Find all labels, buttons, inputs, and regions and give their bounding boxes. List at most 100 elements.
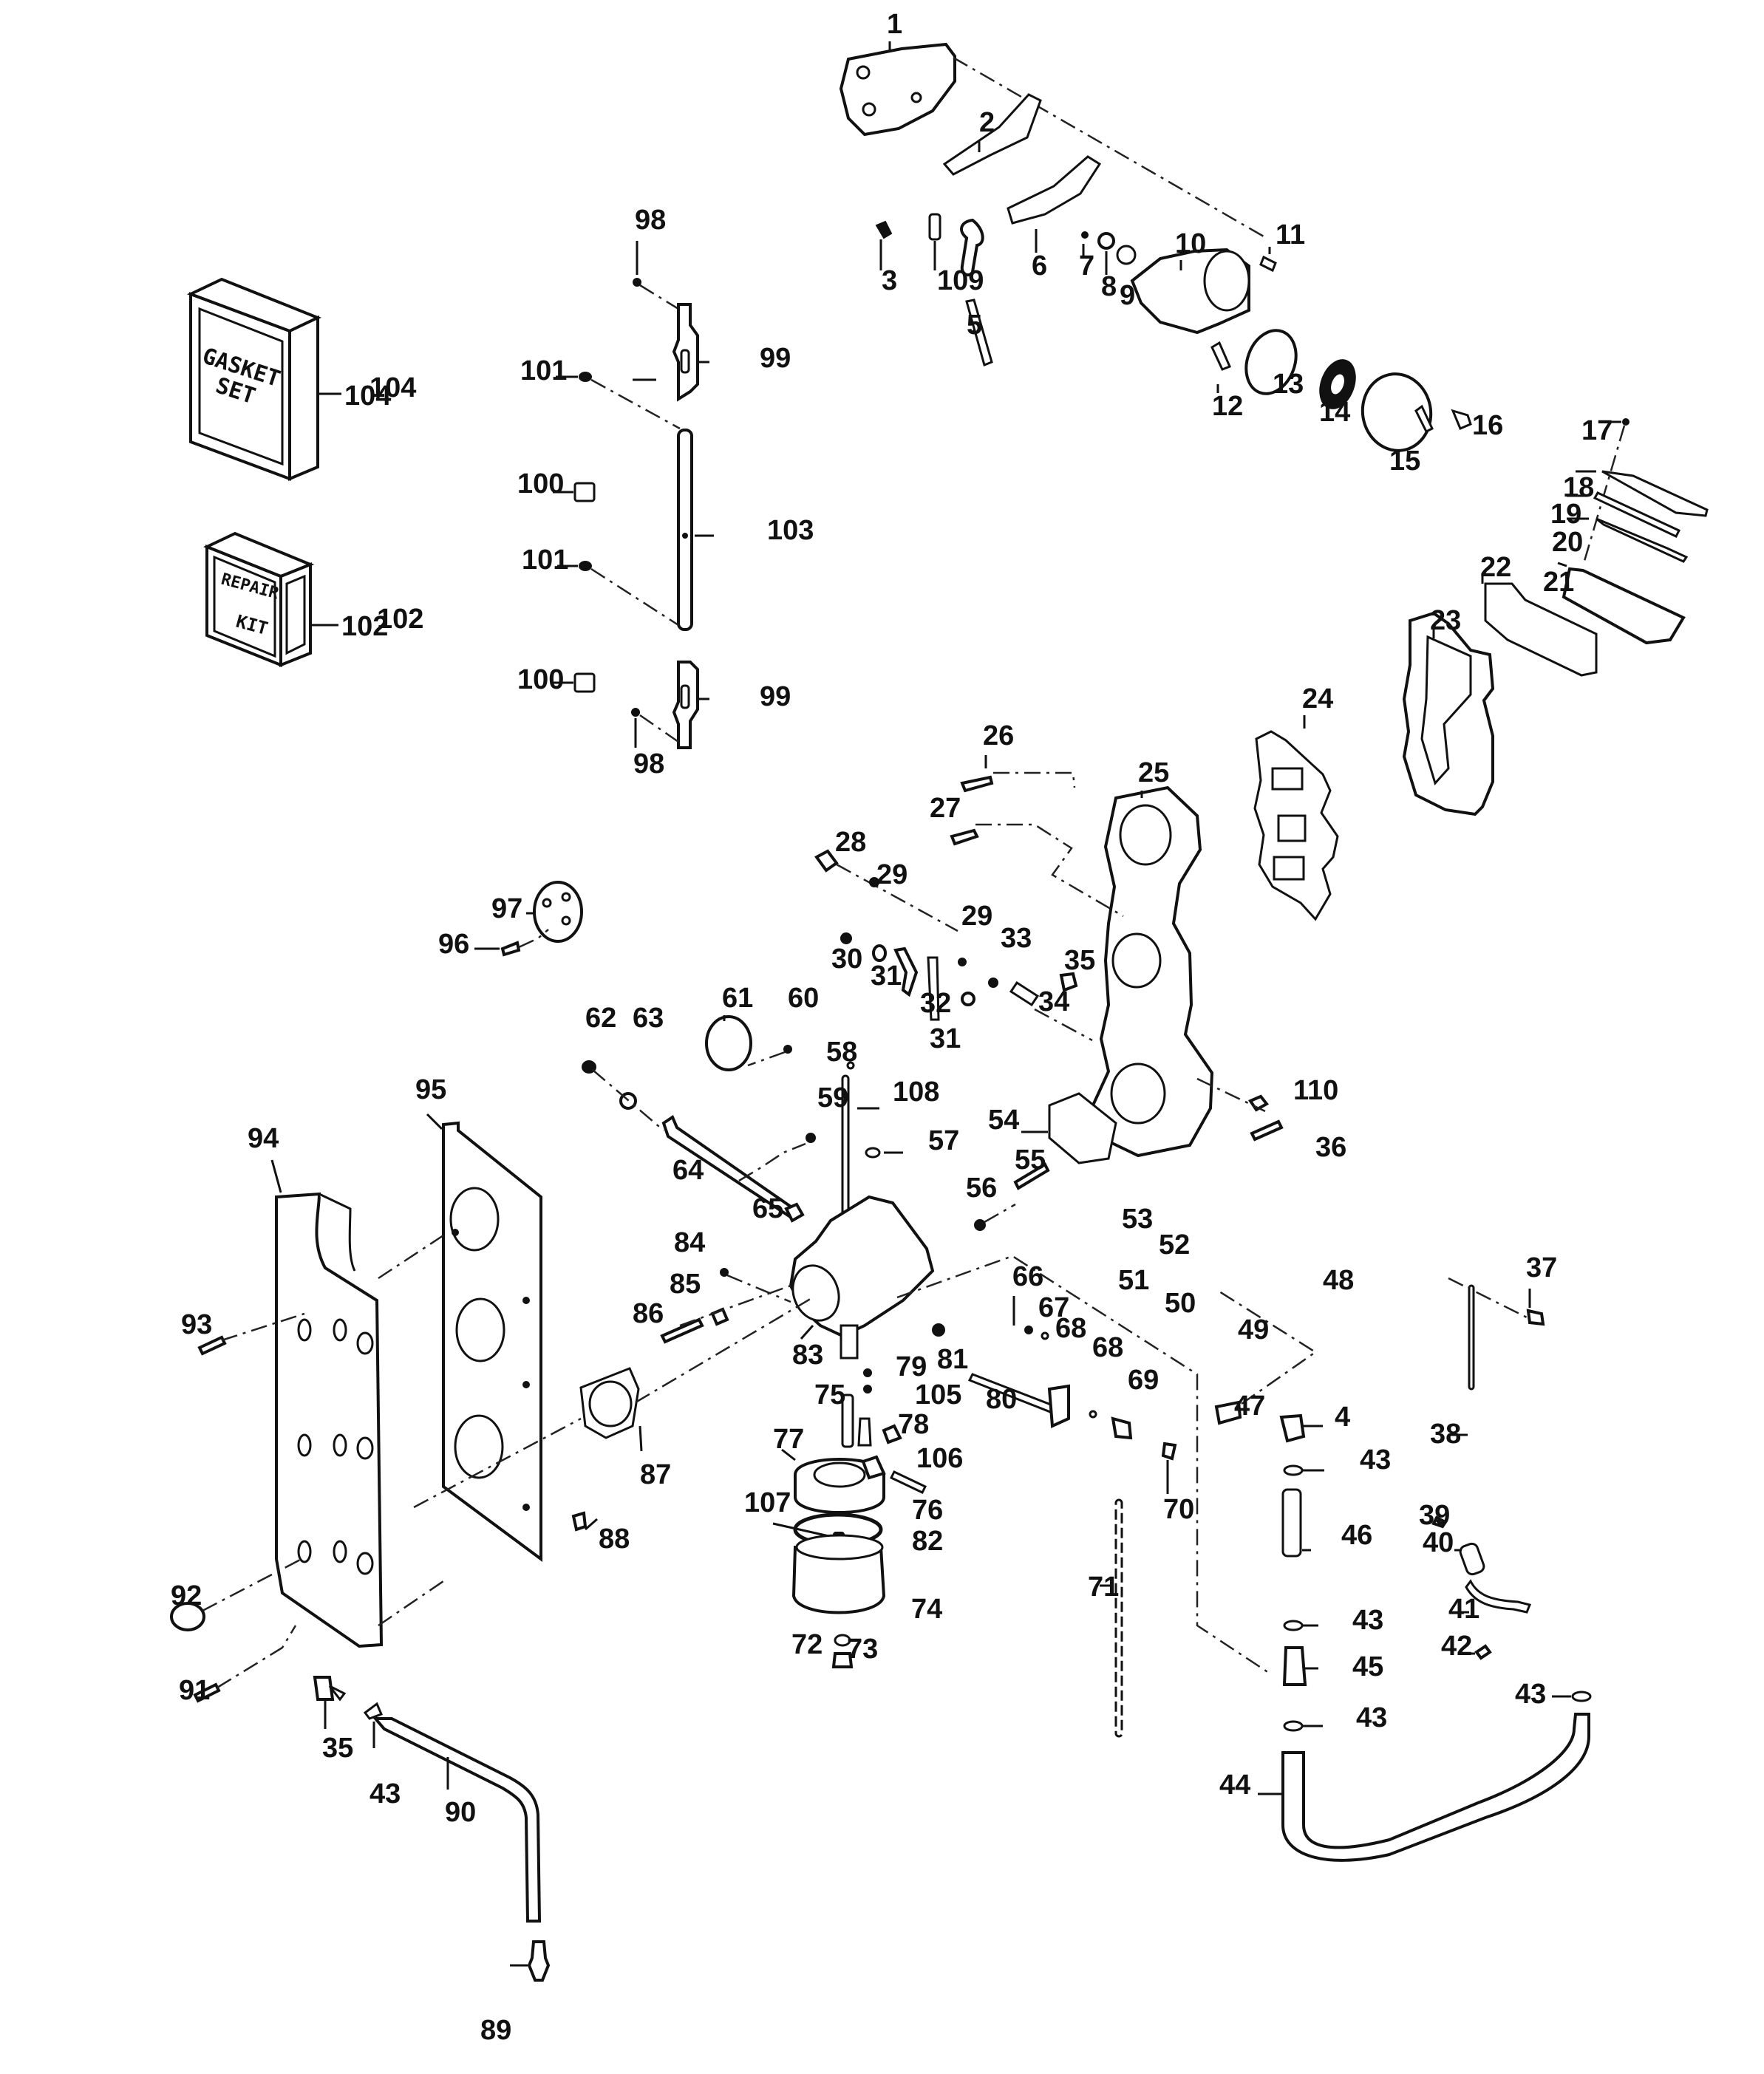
kit-ref-gasket-set: 104: [344, 381, 391, 412]
callout-label-71: 71: [1088, 1572, 1119, 1603]
callout-label-4: 4: [1335, 1402, 1350, 1433]
callout-label-97: 97: [491, 893, 522, 924]
fuel-pump-assembly: [839, 41, 1472, 452]
callout-label-85: 85: [670, 1269, 701, 1300]
callout-label-93: 93: [181, 1309, 212, 1340]
callout-label-35: 35: [322, 1733, 353, 1764]
callout-label-88: 88: [599, 1524, 630, 1555]
callout-label-39: 39: [1419, 1500, 1450, 1531]
diaphragm-cover: [474, 881, 583, 957]
intake-manifold: [814, 755, 1284, 1231]
callout-label-15: 15: [1389, 446, 1420, 477]
callout-label-73: 73: [847, 1634, 878, 1665]
callout-label-82: 82: [912, 1526, 943, 1557]
callout-label-25: 25: [1138, 757, 1169, 788]
callout-label-41: 41: [1448, 1594, 1479, 1625]
callout-label-63: 63: [633, 1003, 664, 1034]
callout-label-56: 56: [966, 1173, 997, 1204]
callout-label-34: 34: [1038, 986, 1069, 1017]
callout-label-31: 31: [930, 1023, 961, 1054]
gasket-set-box: GASKET SET: [186, 277, 341, 482]
callout-label-59: 59: [817, 1082, 848, 1113]
callout-label-31: 31: [871, 961, 902, 992]
callout-label-50: 50: [1165, 1288, 1196, 1319]
callout-label-76: 76: [912, 1495, 943, 1526]
callout-label-52: 52: [1159, 1229, 1190, 1261]
callout-label-110: 110: [1293, 1075, 1338, 1106]
callout-label-13: 13: [1273, 369, 1304, 400]
callout-label-107: 107: [744, 1487, 791, 1518]
callout-label-102: 102: [377, 604, 423, 635]
carburetor: [660, 1195, 1272, 1738]
callout-label-55: 55: [1015, 1145, 1046, 1176]
fuel-lines: [313, 1277, 1592, 1982]
callout-label-28: 28: [835, 827, 866, 858]
callout-label-29: 29: [961, 901, 992, 932]
callout-label-87: 87: [640, 1459, 671, 1490]
callout-label-43: 43: [1356, 1702, 1387, 1733]
callout-label-101: 101: [520, 355, 567, 386]
callout-label-90: 90: [445, 1797, 476, 1828]
callout-label-42: 42: [1441, 1631, 1472, 1662]
callout-label-35: 35: [1064, 945, 1095, 976]
callout-label-54: 54: [988, 1105, 1019, 1136]
callout-label-26: 26: [983, 720, 1014, 751]
callout-label-24: 24: [1302, 683, 1333, 714]
callout-label-38: 38: [1430, 1419, 1461, 1450]
kit-ref-repair-kit: 102: [341, 611, 388, 642]
throttle-linkage: [582, 1015, 903, 1225]
callout-label-7: 7: [1079, 250, 1094, 282]
float-bowl-assembly: [772, 1368, 927, 1668]
callout-label-17: 17: [1581, 415, 1613, 446]
callout-label-100: 100: [517, 468, 564, 499]
callout-label-62: 62: [585, 1003, 616, 1034]
callout-label-108: 108: [893, 1077, 939, 1108]
callout-label-8: 8: [1101, 271, 1117, 302]
callout-label-89: 89: [480, 2015, 511, 2046]
callout-label-47: 47: [1234, 1391, 1265, 1422]
callout-label-65: 65: [752, 1193, 783, 1224]
callout-label-51: 51: [1118, 1265, 1149, 1296]
callout-label-22: 22: [1480, 552, 1511, 583]
link-rod-assembly: [553, 241, 714, 749]
callout-label-106: 106: [916, 1443, 963, 1474]
callout-label-29: 29: [876, 859, 907, 890]
callout-label-33: 33: [1001, 923, 1032, 954]
callout-label-58: 58: [826, 1037, 857, 1068]
callout-label-43: 43: [1352, 1605, 1383, 1636]
callout-label-104: 104: [370, 372, 416, 403]
callout-label-105: 105: [915, 1379, 961, 1410]
callout-label-79: 79: [896, 1351, 927, 1382]
callout-label-98: 98: [635, 205, 666, 236]
callout-label-16: 16: [1472, 410, 1503, 441]
callout-label-18: 18: [1563, 472, 1594, 503]
callout-label-69: 69: [1128, 1365, 1159, 1396]
callout-label-1: 1: [887, 9, 902, 40]
callout-label-91: 91: [179, 1675, 210, 1706]
callout-label-46: 46: [1341, 1520, 1372, 1551]
callout-label-60: 60: [788, 983, 819, 1014]
callout-label-86: 86: [633, 1298, 664, 1329]
reed-valve-assembly: [1253, 418, 1709, 921]
callout-label-12: 12: [1212, 391, 1243, 422]
callout-label-99: 99: [760, 681, 791, 712]
callout-label-72: 72: [791, 1629, 823, 1660]
callout-label-23: 23: [1430, 605, 1461, 636]
callout-label-75: 75: [814, 1379, 845, 1410]
callout-label-92: 92: [171, 1580, 202, 1611]
callout-label-19: 19: [1550, 499, 1581, 530]
callout-label-67: 67: [1038, 1292, 1069, 1323]
callout-label-77: 77: [773, 1424, 804, 1455]
manifold-plate: [170, 1113, 814, 1703]
callout-label-68: 68: [1055, 1313, 1086, 1344]
callout-label-43: 43: [1360, 1444, 1391, 1476]
callout-label-80: 80: [986, 1384, 1017, 1415]
callout-label-11: 11: [1276, 219, 1305, 250]
callout-label-95: 95: [415, 1074, 446, 1105]
callout-label-100: 100: [517, 664, 564, 695]
callout-label-2: 2: [979, 107, 995, 138]
callout-label-109: 109: [937, 265, 984, 296]
repair-kit-box: REPAIR KIT: [203, 531, 338, 667]
callout-label-5: 5: [967, 310, 982, 341]
callout-label-57: 57: [928, 1125, 959, 1156]
